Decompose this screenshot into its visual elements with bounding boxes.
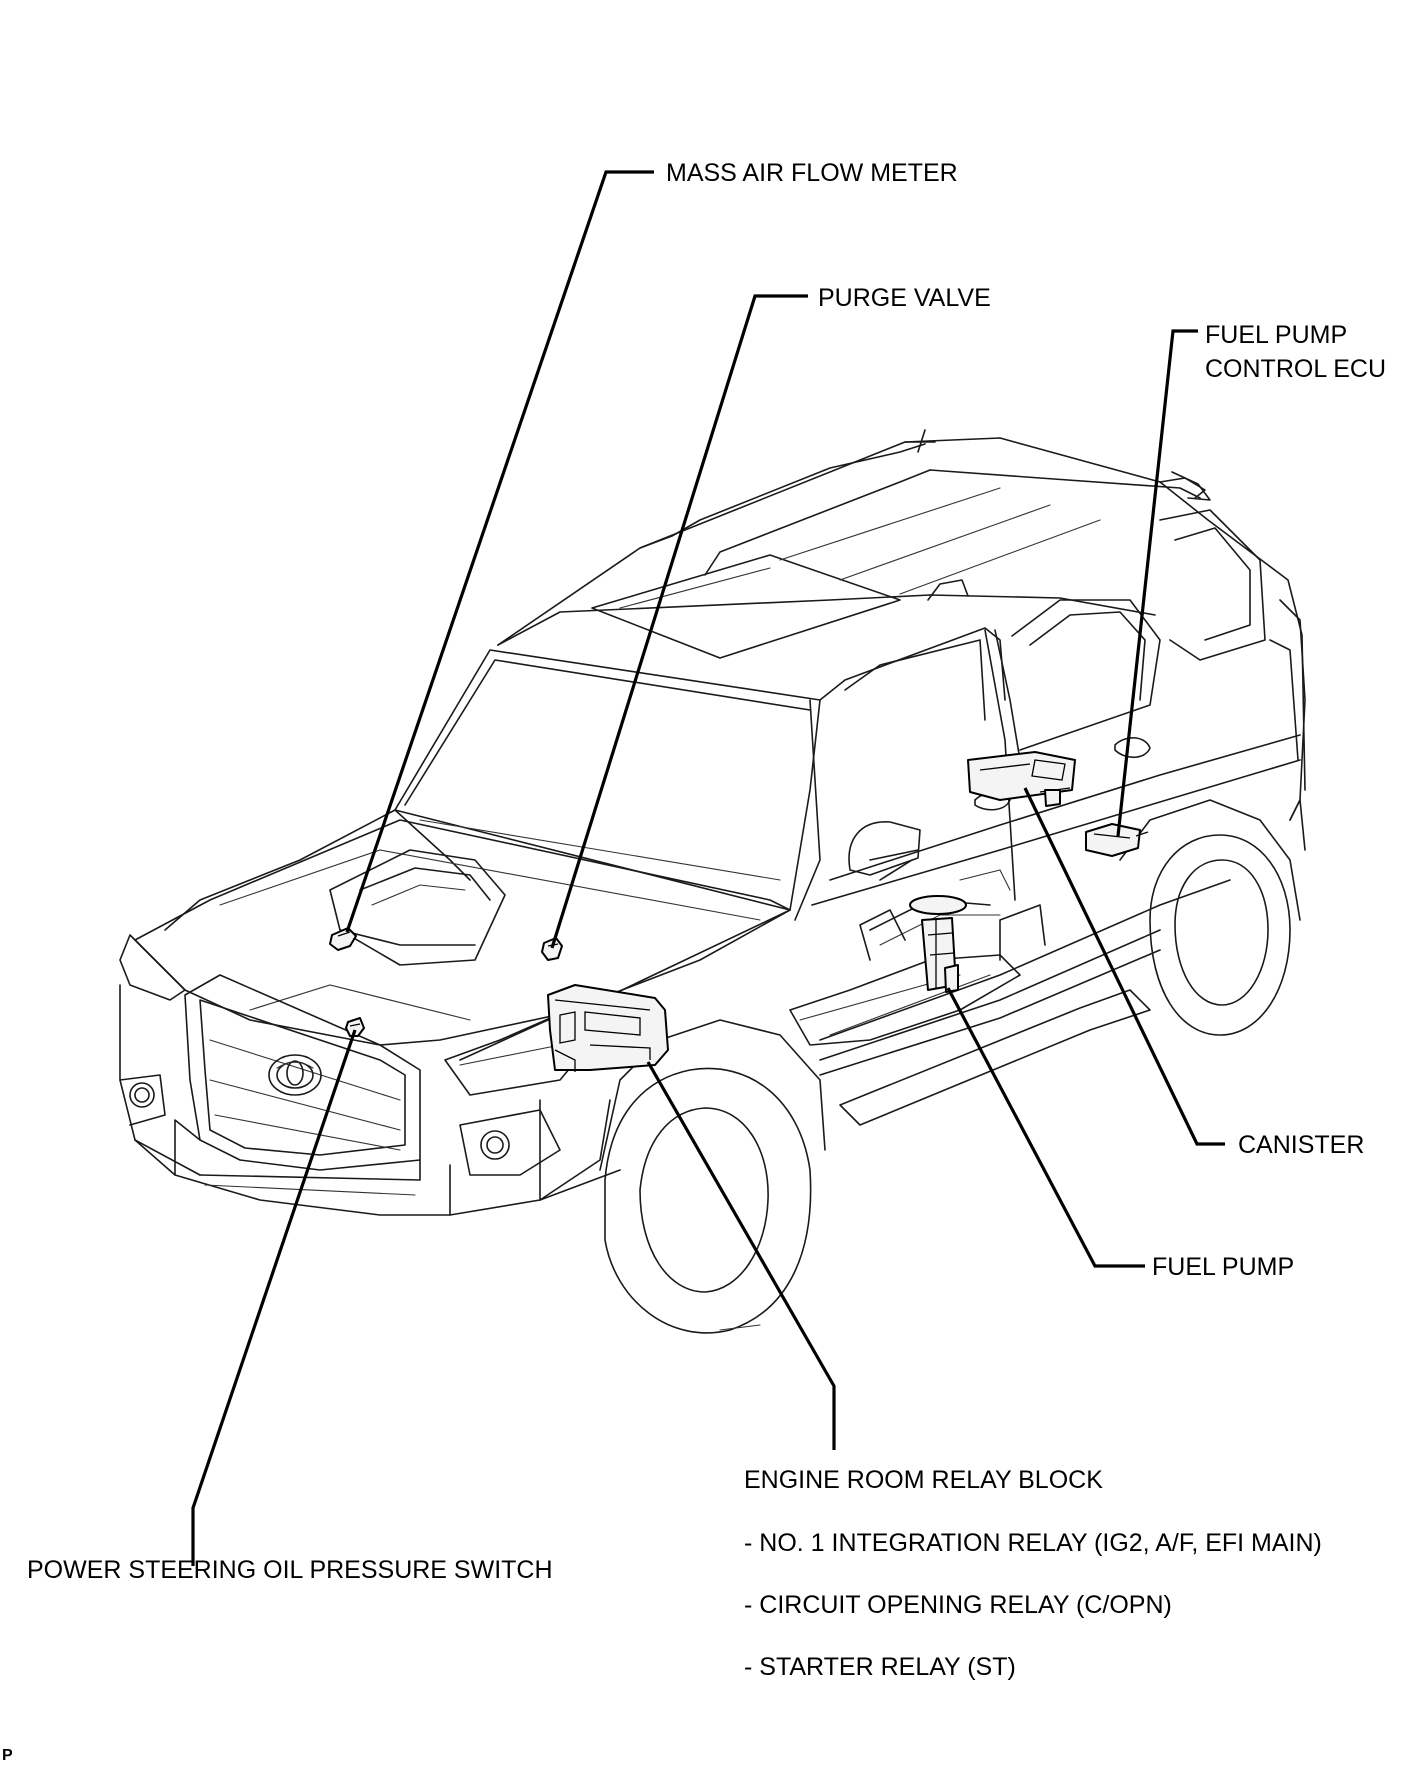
leader-purge-valve — [550, 294, 808, 949]
label-power-steering-oil-pressure-switch: POWER STEERING OIL PRESSURE SWITCH — [27, 1556, 553, 1584]
label-engine-room-relay-block: ENGINE ROOM RELAY BLOCK — [744, 1466, 1103, 1494]
vehicle-outline — [119, 429, 1306, 1334]
leader-canister — [1023, 787, 1225, 1146]
label-fuel-pump-control-ecu-line2: CONTROL ECU — [1205, 355, 1386, 383]
leader-mass-air-flow-meter — [345, 170, 654, 933]
label-fuel-pump-control-ecu-line1: FUEL PUMP — [1205, 321, 1347, 349]
label-mass-air-flow-meter: MASS AIR FLOW METER — [666, 159, 958, 187]
corner-mark: P — [2, 1747, 13, 1763]
label-relay-item-3: - STARTER RELAY (ST) — [744, 1653, 1016, 1681]
component-fuel-pump-control-ecu — [1085, 823, 1149, 857]
leader-fuel-pump — [946, 987, 1145, 1268]
component-power-steering-oil-pressure-switch — [345, 1017, 365, 1037]
leader-engine-room-relay-block — [646, 1061, 836, 1450]
component-engine-room-relay-block — [547, 984, 669, 1072]
component-fuel-pump — [909, 895, 967, 993]
component-canister — [967, 751, 1076, 807]
leader-fuel-pump-control-ecu — [1116, 329, 1198, 837]
callout-labels: MASS AIR FLOW METER PURGE VALVE FUEL PUM… — [2, 159, 1386, 1764]
label-purge-valve: PURGE VALVE — [818, 284, 991, 312]
label-fuel-pump: FUEL PUMP — [1152, 1253, 1294, 1281]
label-relay-item-2: - CIRCUIT OPENING RELAY (C/OPN) — [744, 1591, 1172, 1619]
component-mass-air-flow-meter — [329, 927, 357, 951]
label-canister: CANISTER — [1238, 1131, 1364, 1159]
component-purge-valve — [541, 937, 563, 961]
leader-power-steering-oil-pressure-switch — [191, 1029, 357, 1566]
leader-lines — [191, 170, 1225, 1566]
label-relay-item-1: - NO. 1 INTEGRATION RELAY (IG2, A/F, EFI… — [744, 1529, 1322, 1557]
